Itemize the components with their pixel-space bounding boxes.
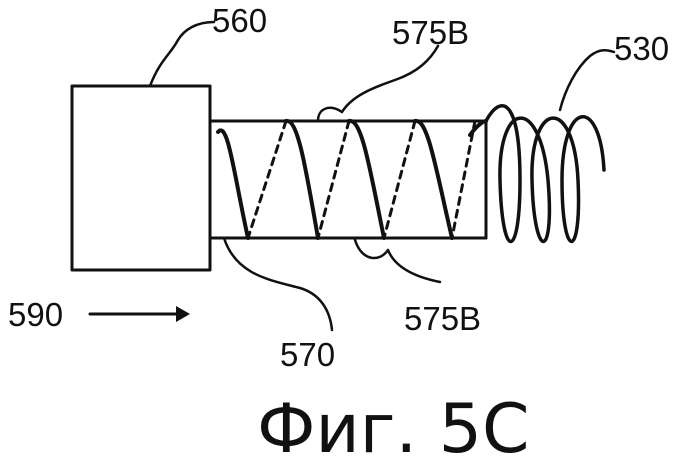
label-575b-top: 575B bbox=[392, 14, 469, 51]
label-530: 530 bbox=[614, 30, 669, 67]
direction-arrow bbox=[90, 306, 190, 322]
leader-570 bbox=[224, 238, 332, 330]
leader-575b-bottom bbox=[355, 240, 440, 282]
label-560: 560 bbox=[212, 2, 267, 39]
leader-530 bbox=[560, 50, 614, 110]
label-570: 570 bbox=[280, 336, 335, 373]
leader-560 bbox=[150, 22, 214, 86]
label-590: 590 bbox=[8, 296, 63, 333]
rod-570 bbox=[210, 121, 486, 238]
leader-575b-top bbox=[318, 46, 438, 121]
leader-lines bbox=[150, 22, 614, 330]
figure-caption: Фиг. 5C bbox=[257, 390, 529, 466]
coil-front-strands bbox=[218, 121, 486, 238]
label-575b-bottom: 575B bbox=[404, 300, 481, 337]
block-560 bbox=[72, 86, 210, 270]
spring-530 bbox=[486, 106, 604, 242]
